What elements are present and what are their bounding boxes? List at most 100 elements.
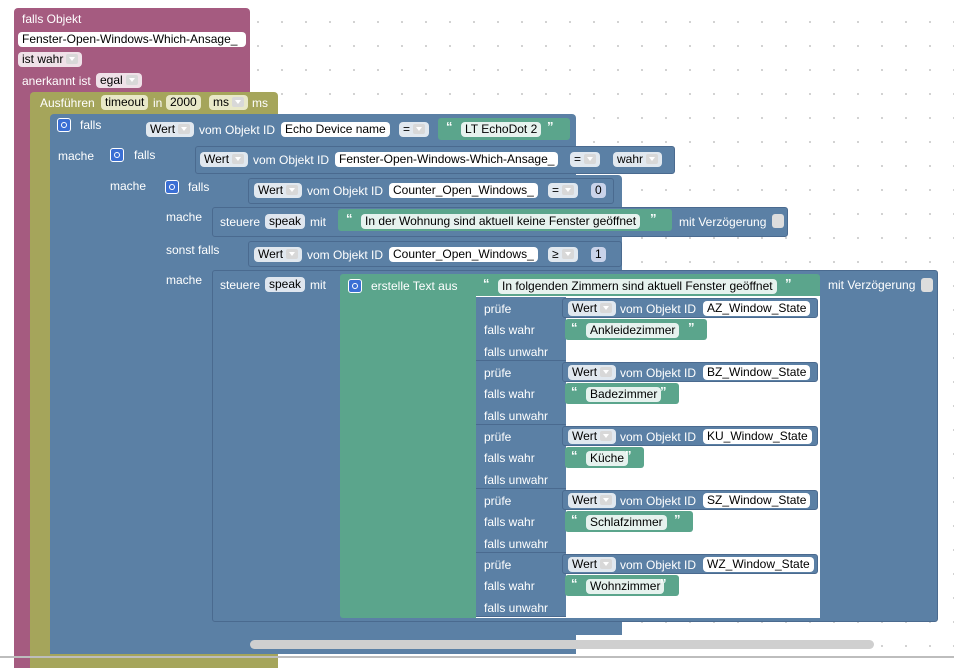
room-state-field[interactable]: SZ_Window_State: [703, 493, 811, 508]
room-name-field[interactable]: Schlafzimmer: [586, 515, 667, 530]
quote-open-icon: “: [571, 448, 578, 463]
elseif-vom-objekt-label: vom Objekt ID: [307, 248, 384, 262]
delay-checkbox[interactable]: [772, 214, 784, 228]
trigger-object-id-field[interactable]: Fenster-Open-Windows-Which-Ansage_: [18, 32, 246, 47]
speak2-state-field[interactable]: speak: [265, 277, 306, 292]
chevron-down-icon: [600, 367, 613, 377]
quote-close-icon: ”: [625, 448, 632, 463]
timeout-unit-dropdown[interactable]: ms: [209, 95, 248, 110]
chevron-down-icon: [600, 431, 613, 441]
gear-icon[interactable]: [165, 180, 179, 194]
if2-op-value: =: [574, 152, 582, 166]
quote-open-icon: “: [571, 384, 578, 399]
if2-wert-dropdown[interactable]: Wert: [200, 152, 249, 167]
room-pruefe-label: prüfe: [484, 558, 512, 572]
room-falls-wahr-label: falls wahr: [484, 579, 535, 593]
room-wert-dropdown[interactable]: Wert: [568, 429, 617, 444]
speak-mit-label: mit: [310, 215, 326, 229]
room-pruefe-label: prüfe: [484, 366, 512, 380]
elseif-object-field[interactable]: Counter_Open_Windows_: [389, 247, 538, 262]
room-wert-dropdown[interactable]: Wert: [568, 301, 617, 316]
room-wert-value: Wert: [572, 493, 598, 507]
quote-close-icon: ”: [785, 276, 792, 291]
room-wert-dropdown[interactable]: Wert: [568, 557, 617, 572]
if1-op-value: =: [403, 122, 411, 136]
text-join-label: erstelle Text aus: [371, 279, 458, 293]
speak2-delay-label: mit Verzögerung: [828, 278, 916, 292]
chevron-down-icon: [600, 559, 613, 569]
if1-op-dropdown[interactable]: =: [399, 122, 430, 137]
elseif-label: sonst falls: [166, 243, 220, 257]
if3-wert-dropdown[interactable]: Wert: [254, 183, 303, 198]
room-wert-dropdown[interactable]: Wert: [568, 493, 617, 508]
if2-op-dropdown[interactable]: =: [570, 152, 601, 167]
if1-object-field[interactable]: Echo Device name: [281, 122, 390, 137]
speak-state-field[interactable]: speak: [265, 214, 306, 229]
room-ternary-block[interactable]: [476, 425, 566, 489]
room-pruefe-label: prüfe: [484, 302, 512, 316]
if3-object-field[interactable]: Counter_Open_Windows_: [389, 183, 538, 198]
if2-mache-label: mache: [110, 179, 147, 193]
room-name-field[interactable]: Wohnzimmer: [586, 579, 665, 594]
chevron-down-icon: [286, 185, 299, 195]
room-name-field[interactable]: Badezimmer: [586, 387, 662, 402]
room-pruefe-label: prüfe: [484, 494, 512, 508]
room-name-field[interactable]: Ankleidezimmer: [586, 323, 680, 338]
room-state-field[interactable]: WZ_Window_State: [703, 557, 814, 572]
timeout-value-field[interactable]: 2000: [166, 95, 201, 110]
room-state-field[interactable]: AZ_Window_State: [703, 301, 811, 316]
trigger-ack-label: anerkannt ist: [22, 74, 91, 88]
trigger-condition-dropdown[interactable]: ist wahr: [18, 52, 83, 67]
timeout-name-field[interactable]: timeout: [101, 95, 149, 110]
room-name-field[interactable]: Küche: [586, 451, 629, 466]
room-state-field[interactable]: BZ_Window_State: [703, 365, 811, 380]
quote-open-icon: “: [346, 211, 353, 226]
trigger-ack-dropdown[interactable]: egal: [96, 73, 142, 88]
chevron-down-icon: [66, 54, 79, 64]
elseif-value-field[interactable]: 1: [591, 247, 606, 262]
horizontal-scrollbar[interactable]: [250, 640, 874, 649]
room-ternary-block[interactable]: [476, 297, 566, 361]
room-falls-wahr-label: falls wahr: [484, 451, 535, 465]
room-vom-objekt-label: vom Objekt ID: [620, 430, 697, 444]
quote-open-icon: “: [483, 276, 490, 291]
quote-close-icon: ”: [688, 320, 695, 335]
chevron-down-icon: [178, 124, 191, 134]
room-vom-objekt-label: vom Objekt ID: [620, 558, 697, 572]
if1-text-field[interactable]: LT EchoDot 2: [461, 122, 542, 137]
elseif-wert-dropdown[interactable]: Wert: [254, 247, 303, 262]
if1-wert-dropdown[interactable]: Wert: [146, 122, 195, 137]
elseif-op-dropdown[interactable]: ≥: [548, 247, 578, 262]
trigger-ack-value: egal: [100, 73, 123, 87]
speak-delay-label: mit Verzögerung: [679, 215, 767, 229]
gear-icon[interactable]: [348, 279, 362, 293]
room-ternary-block[interactable]: [476, 361, 566, 425]
if3-value-field[interactable]: 0: [591, 183, 606, 198]
elseif-mache-label: mache: [166, 273, 203, 287]
room-falls-unwahr-label: falls unwahr: [484, 409, 549, 423]
if3-op-value: =: [552, 183, 560, 197]
bottom-divider: [0, 656, 954, 658]
room-ternary-block[interactable]: [476, 489, 566, 553]
room-falls-unwahr-label: falls unwahr: [484, 601, 549, 615]
room-ternary-block[interactable]: [476, 553, 566, 617]
intro-text-field[interactable]: In folgenden Zimmern sind aktuell Fenste…: [498, 279, 777, 294]
timeout-prefix: Ausführen: [40, 96, 95, 110]
message-none-field[interactable]: In der Wohnung sind aktuell keine Fenste…: [361, 214, 641, 229]
room-wert-dropdown[interactable]: Wert: [568, 365, 617, 380]
room-falls-unwahr-label: falls unwahr: [484, 345, 549, 359]
if1-vom-objekt-label: vom Objekt ID: [199, 123, 276, 137]
room-state-field[interactable]: KU_Window_State: [703, 429, 812, 444]
room-wert-value: Wert: [572, 301, 598, 315]
quote-close-icon: ”: [660, 384, 667, 399]
delay2-checkbox[interactable]: [921, 278, 933, 292]
if3-op-dropdown[interactable]: =: [548, 183, 579, 198]
if2-value-dropdown[interactable]: wahr: [613, 152, 663, 167]
speak2-steuere-label: steuere: [220, 278, 261, 292]
if2-vom-objekt-label: vom Objekt ID: [253, 153, 330, 167]
gear-icon[interactable]: [57, 118, 71, 132]
chevron-down-icon: [600, 495, 613, 505]
speak-steuere-label: steuere: [220, 215, 261, 229]
if2-object-field[interactable]: Fenster-Open-Windows-Which-Ansage_: [335, 152, 559, 167]
gear-icon[interactable]: [110, 148, 124, 162]
